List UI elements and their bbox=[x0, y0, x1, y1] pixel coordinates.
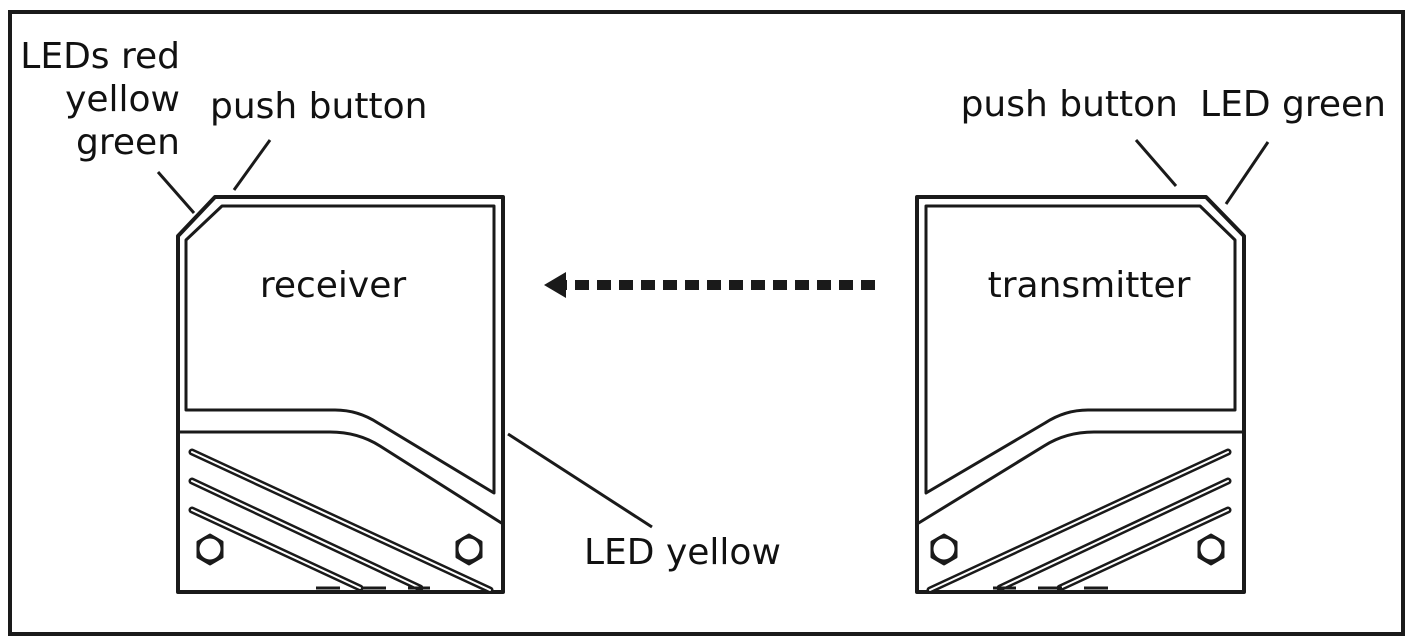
transmitter-outline bbox=[915, 195, 1246, 594]
label-receiver-push-button: push button bbox=[210, 86, 427, 127]
receiver-vent-3-inner bbox=[191, 509, 361, 589]
receiver-lower-contour bbox=[178, 430, 504, 526]
label-leds-green: green bbox=[76, 122, 180, 163]
receiver-screw-left bbox=[196, 533, 224, 566]
leader-receiver-push-button bbox=[232, 139, 272, 191]
label-led-green: LED green bbox=[1200, 84, 1386, 125]
transmitter-lower-contour bbox=[916, 430, 1244, 526]
label-transmitter: transmitter bbox=[988, 265, 1191, 306]
transmitter-vent-2-inner bbox=[999, 480, 1229, 589]
receiver-vent-1-inner bbox=[191, 451, 491, 591]
receiver-screw-left-hole bbox=[196, 535, 224, 563]
receiver-outline bbox=[176, 195, 505, 594]
transmitter-screw-left-hole bbox=[930, 535, 958, 563]
leader-led-green bbox=[1224, 141, 1270, 205]
label-transmitter-push-button: push button bbox=[961, 84, 1178, 125]
receiver-screw-right-hole bbox=[455, 535, 483, 563]
receiver-vent-2-inner bbox=[191, 480, 421, 589]
transmitter-housing bbox=[915, 195, 1246, 594]
leader-leds bbox=[156, 171, 196, 214]
transmitter-vent-3-inner bbox=[1059, 509, 1229, 589]
transmitter-vent-1-inner bbox=[929, 451, 1229, 591]
transmitter-screw-left bbox=[930, 533, 958, 566]
receiver-housing bbox=[176, 195, 505, 594]
transmitter-window bbox=[924, 204, 1237, 495]
transmitter-screw-right-hole bbox=[1197, 535, 1225, 563]
label-receiver: receiver bbox=[260, 265, 407, 306]
label-leds-yellow: yellow bbox=[65, 79, 180, 120]
transmitter-screw-right bbox=[1197, 533, 1225, 566]
beam-arrow-head bbox=[544, 272, 566, 298]
leader-led-yellow bbox=[507, 432, 653, 529]
diagram-frame bbox=[8, 10, 1405, 636]
label-leds-red: LEDs red bbox=[20, 36, 180, 77]
leader-transmitter-push-button bbox=[1134, 139, 1178, 187]
receiver-window bbox=[184, 204, 496, 495]
label-led-yellow: LED yellow bbox=[584, 532, 781, 573]
receiver-screw-right bbox=[455, 533, 483, 566]
